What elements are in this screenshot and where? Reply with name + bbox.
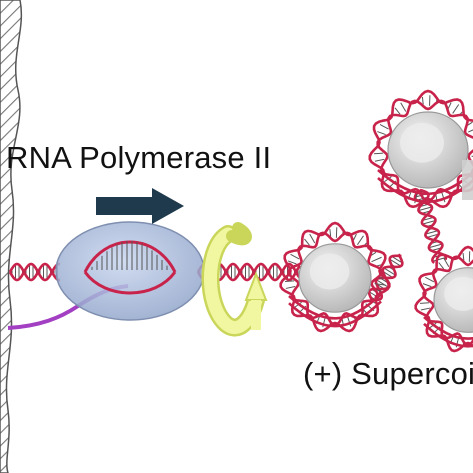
nucleosome-upper xyxy=(368,89,473,209)
rotation-arrow-icon xyxy=(201,222,268,337)
supercoil-label: (+) Supercoi xyxy=(303,356,473,391)
transcription-bubble xyxy=(83,240,177,295)
right-arrow-icon xyxy=(96,188,184,224)
nucleosome-right-partial xyxy=(414,245,473,353)
rna-polymerase-label: RNA Polymerase II xyxy=(6,140,272,175)
nucleosome-lower-left xyxy=(279,221,391,333)
rna-polymerase-ii xyxy=(55,221,205,321)
chromosome-wall xyxy=(0,0,23,473)
dna-double-helix-left xyxy=(8,262,61,282)
